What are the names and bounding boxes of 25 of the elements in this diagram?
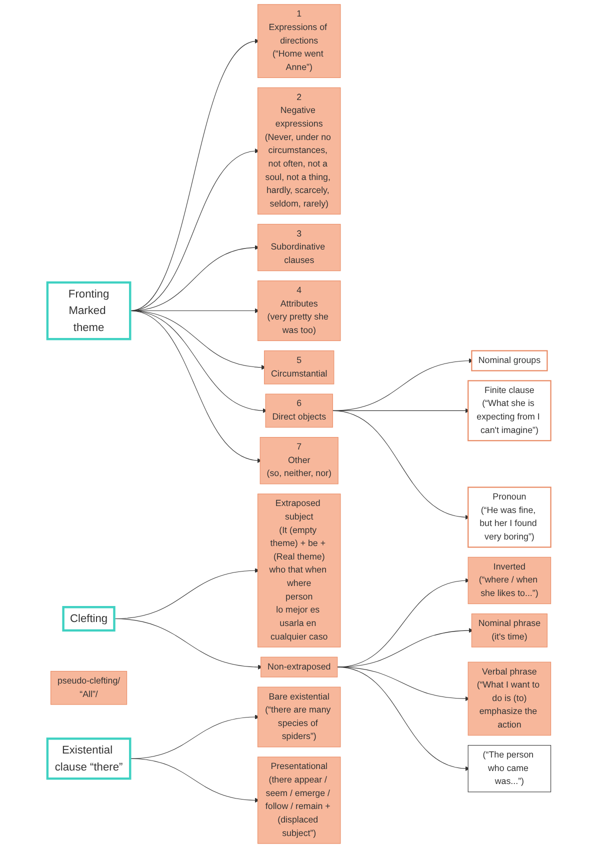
node-box: Non-extraposed — [260, 656, 338, 678]
node-box: Inverted (“where / when she likes to...”) — [468, 556, 552, 604]
node-box: Clefting — [62, 606, 116, 632]
node-box: 5 Circumstantial — [264, 350, 335, 384]
node-box: pseudo-clefting/ “All”/ — [50, 670, 128, 705]
node-box: 7 Other (so, neither, nor) — [260, 437, 339, 484]
node-box: 4 Attributes (very pretty she was too) — [258, 280, 342, 342]
node-box: 1 Expressions of directions (“Home went Anne”) — [258, 4, 342, 78]
node-box: Fronting Marked theme — [46, 281, 132, 340]
arrow — [130, 310, 262, 463]
node-box: Bare existential (“there are many species of spiders”) — [258, 686, 342, 748]
node-box: 6 Direct objects — [266, 394, 334, 428]
arrow — [337, 628, 474, 668]
node-box: 3 Subordinative clauses — [258, 224, 342, 272]
node-box: Verbal phrase (“What I want to do is (to) emphasize the action — [468, 662, 552, 736]
node-box: Finite clause (“What she is expecting from I can't imagine”) — [468, 380, 552, 442]
node-box: Existential clause “there” — [46, 738, 132, 780]
node-box: Presentational (there appear / seem / emerge / follow / remain + (displaced subject”) — [258, 756, 342, 844]
node-box: 2 Negative expressions (Never, under no circumstances, not often, not a soul, not a thing, hardly, scarcely, seldom, rarely) — [258, 87, 342, 214]
node-box: Pronoun (“He was fine, but her I found very boring”) — [468, 486, 552, 548]
arrow — [130, 40, 260, 312]
node-box: (“The person who came was...”) — [468, 745, 552, 792]
node-box: Extraposed subject (It (empty theme) + be + (Real theme) who that when where person lo mejor es usarla en cualquier caso — [258, 494, 342, 648]
node-box: Nominal groups — [472, 350, 548, 372]
node-box: Nominal phrase (it's time) — [472, 614, 548, 648]
